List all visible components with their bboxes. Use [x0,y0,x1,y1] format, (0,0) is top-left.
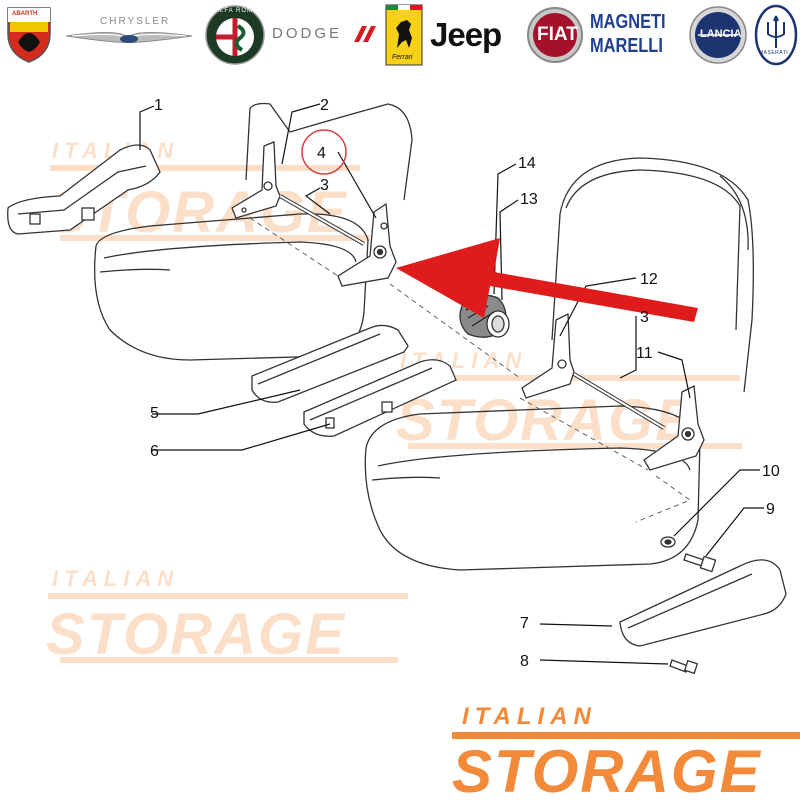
dodge-logo: DODGE [272,20,376,48]
ferrari-prancing-horse-icon [385,4,423,66]
assembly-guide-lines [249,217,691,523]
marelli-logo-text: MARELLI [590,35,663,57]
chrysler-logo-text: CHRYSLER [100,16,171,27]
ferrari-logo: Ferrari [385,4,423,66]
callout-12: 12 [640,271,658,288]
callout-5: 5 [150,405,159,422]
callout-10: 10 [762,463,780,480]
callout-7: 7 [520,615,529,632]
ferrari-logo-text: Ferrari [392,54,413,61]
lancia-logo-text: LANCIA [700,28,742,40]
part-2-hinge [231,141,281,219]
watermark-bottom: ITALIAN STORAGE [46,566,408,667]
callout-leader-lines [139,103,764,665]
dodge-stripes-icon [354,26,376,42]
abarth-logo: ABARTH [4,4,54,64]
lancia-badge-icon [689,6,747,64]
right-seat-outline [364,157,754,571]
callout-3-left: 3 [320,177,329,194]
alfa-romeo-logo-text: ALFA ROMEO [215,8,264,14]
callout-13: 13 [520,191,538,208]
jeep-logo: Jeep [428,12,518,56]
callout-9: 9 [766,501,775,518]
magneti-marelli-logo: MAGNETI MARELLI [588,10,680,62]
part-11-recliner [643,384,705,471]
chrysler-logo: CHRYSLER [62,14,196,54]
fiat-logo-text: FIAT [537,24,578,45]
callout-6: 6 [150,443,159,460]
abarth-shield-icon [7,7,51,63]
part-8-screw [669,659,699,675]
callout-11: 11 [636,345,653,362]
callout-3-right: 3 [640,309,649,326]
jeep-logo-text: Jeep [430,16,502,53]
part-9-bolt [683,553,717,573]
part-3-rod-left [279,194,365,246]
watermark-bottom-line1: ITALIAN [52,566,179,591]
callout-4: 4 [317,145,326,162]
part-1-seat-trim [7,144,161,235]
fiat-badge-icon [527,7,583,63]
callout-2: 2 [320,97,329,114]
lancia-logo: LANCIA [688,4,748,66]
brand-logo-bar: ABARTH CHRYSLER ALFA ROMEO DODGE [0,0,800,72]
watermark-bottom-line2: STORAGE [46,602,346,667]
maserati-logo-text: MASERATI [759,50,789,56]
watermark-middle-line2: STORAGE [396,388,696,453]
part-4-recliner [337,202,397,287]
chrysler-wings-icon [65,31,193,43]
callout-8: 8 [520,653,529,670]
italian-storage-logo-line1: ITALIAN [462,703,597,730]
maserati-trident-icon [754,4,798,66]
abarth-logo-text: ABARTH [12,11,38,17]
dodge-logo-text: DODGE [272,25,343,42]
maserati-logo: MASERATI [754,4,798,66]
part-10-washer [660,536,676,548]
part-5-slide-rail [251,324,409,403]
callout-14: 14 [518,155,536,172]
magneti-logo-text: MAGNETI [590,11,666,33]
highlight-circle [301,129,347,175]
italian-storage-logo: ITALIAN STORAGE [452,703,800,800]
red-pointer-arrow [396,238,698,322]
italian-storage-logo-line2: STORAGE [452,738,762,800]
alfa-romeo-logo: ALFA ROMEO [204,4,266,66]
part-12-hinge [521,312,575,399]
part-3-rod-right [572,372,666,430]
fiat-logo: FIAT [526,4,584,66]
alfa-romeo-badge-icon [205,5,265,65]
callout-1: 1 [154,97,163,114]
part-7-seat-trim [619,559,787,647]
